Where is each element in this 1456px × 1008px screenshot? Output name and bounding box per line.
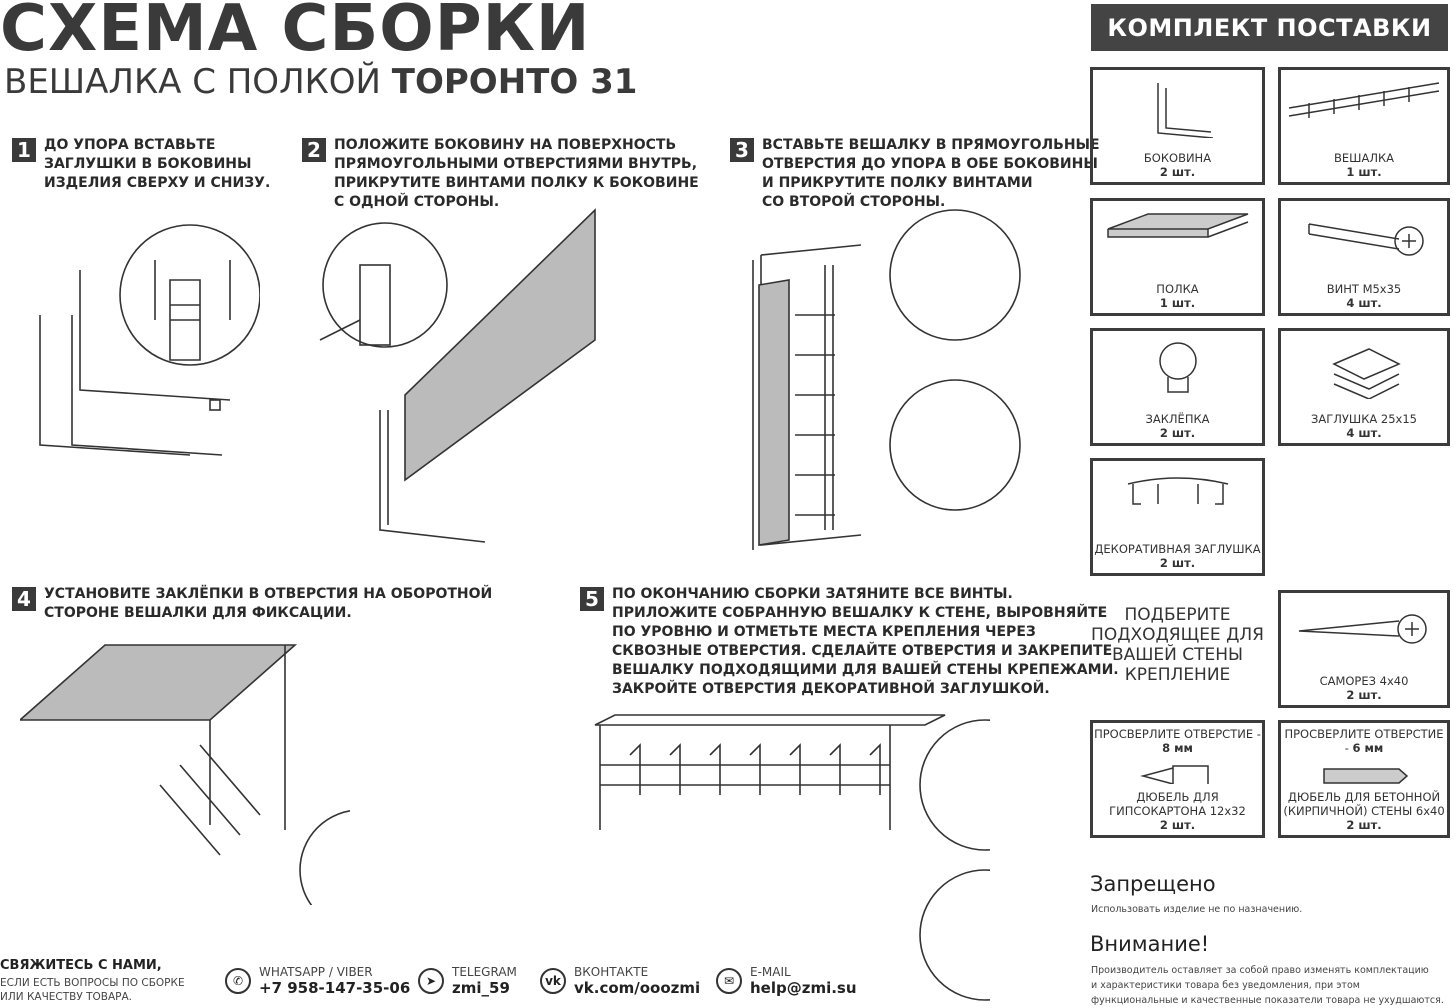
- step-5-illustration: [594, 714, 990, 1001]
- step-number: 5: [580, 587, 604, 611]
- step-text: ПО ОКОНЧАНИЮ СБОРКИ ЗАТЯНИТЕ ВСЕ ВИНТЫ. …: [612, 586, 1119, 697]
- kit-item-name: ДЮБЕЛЬ ДЛЯ ГИПСОКАРТОНА 12х32: [1109, 790, 1246, 818]
- step-text: ВСТАВЬТЕ ВЕШАЛКУ В ПРЯМОУГОЛЬНЫЕ ОТВЕРСТ…: [762, 137, 1100, 210]
- kit-item-name: ВИНТ М5х35: [1326, 282, 1402, 296]
- page-title: СХЕМА СБОРКИ: [0, 0, 591, 66]
- kit-item-qty: 4 шт.: [1346, 296, 1382, 310]
- kit-item-concrete-dowel: ПРОСВЕРЛИТЕ ОТВЕРСТИЕ - 6 мм ДЮБЕЛЬ ДЛЯ …: [1278, 720, 1450, 838]
- hanger-icon: [1288, 82, 1440, 118]
- pick-fastener-text: ПОДБЕРИТЕ ПОДХОДЯЩЕЕ ДЛЯ ВАШЕЙ СТЕНЫ КРЕ…: [1091, 605, 1264, 685]
- step-3: 3 ВСТАВЬТЕ ВЕШАЛКУ В ПРЯМОУГОЛЬНЫЕ ОТВЕРС…: [730, 136, 1100, 212]
- contact-label: TELEGRAM: [452, 965, 517, 979]
- kit-item-name: ВЕШАЛКА: [1334, 151, 1394, 165]
- step-4: 4 УСТАНОВИТЕ ЗАКЛЁПКИ В ОТВЕРСТИЯ НА ОБОР…: [12, 585, 492, 623]
- warning-text: Производитель оставляет за собой право и…: [1091, 965, 1444, 1006]
- warning-title: Внимание!: [1090, 932, 1210, 956]
- subtitle-prefix: ВЕШАЛКА С ПОЛКОЙ: [4, 62, 381, 102]
- contact-value[interactable]: vk.com/ooozmi: [574, 979, 701, 997]
- drywall-dowel-icon: [1139, 765, 1209, 784]
- contact-value[interactable]: zmi_59: [452, 979, 510, 997]
- mail-icon: ✉: [716, 968, 742, 994]
- kit-item-qty: 2 шт.: [1346, 818, 1382, 832]
- contact-value[interactable]: +7 958-147-35-06: [259, 979, 411, 997]
- self-tapping-screw-icon: [1298, 614, 1427, 644]
- kit-item-qty: 2 шт.: [1346, 688, 1382, 702]
- contact-label: E-MAIL: [750, 965, 791, 979]
- kit-item-qty: 1 шт.: [1346, 165, 1382, 179]
- step-5: 5 ПО ОКОНЧАНИЮ СБОРКИ ЗАТЯНИТЕ ВСЕ ВИНТЫ.…: [580, 585, 1119, 699]
- step-text: ПОЛОЖИТЕ БОКОВИНУ НА ПОВЕРХНОСТЬ ПРЯМОУГ…: [334, 137, 699, 210]
- drill-size: 8 мм: [1162, 741, 1193, 755]
- phone-icon: ✆: [225, 968, 251, 994]
- kit-item-qty: 2 шт.: [1159, 818, 1196, 832]
- vk-icon: vk: [540, 968, 566, 994]
- kit-item-qty: 2 шт.: [1159, 165, 1196, 179]
- decor-cap-icon: [1127, 477, 1228, 505]
- step-text: УСТАНОВИТЕ ЗАКЛЁПКИ В ОТВЕРСТИЯ НА ОБОРО…: [44, 586, 493, 621]
- kit-item-name: САМОРЕЗ 4х40: [1319, 674, 1409, 688]
- step-3-illustration: [752, 209, 1021, 550]
- kit-item-qty: 2 шт.: [1159, 426, 1196, 440]
- side-panel-icon: [1156, 83, 1213, 138]
- kit-title: КОМПЛЕКТ ПОСТАВКИ: [1091, 4, 1448, 51]
- step-2-illustration: [319, 208, 596, 543]
- product-subtitle: ВЕШАЛКА С ПОЛКОЙ ТОРОНТО 31: [4, 62, 637, 102]
- contact-whatsapp[interactable]: ✆ WHATSAPP / VIBER+7 958-147-35-06: [225, 965, 410, 997]
- kit-item-drywall-dowel: ПРОСВЕРЛИТЕ ОТВЕРСТИЕ - 8 мм ДЮБЕЛЬ ДЛЯ …: [1090, 720, 1265, 838]
- kit-item-name: ПОЛКА: [1156, 282, 1199, 296]
- contact-title: СВЯЖИТЕСЬ С НАМИ,: [0, 958, 162, 973]
- kit-item-qty: 4 шт.: [1346, 426, 1382, 440]
- kit-item-name: ДЕКОРАТИВНАЯ ЗАГЛУШКА: [1094, 542, 1261, 556]
- kit-item-name: ЗАГЛУШКА 25х15: [1311, 412, 1417, 426]
- forbidden-text: Использовать изделие не по назначению.: [1091, 904, 1303, 915]
- step-2: 2 ПОЛОЖИТЕ БОКОВИНУ НА ПОВЕРХНОСТЬ ПРЯМОУ…: [302, 136, 699, 212]
- step-number: 2: [302, 138, 326, 162]
- step-number: 4: [12, 587, 36, 611]
- concrete-dowel-icon: [1323, 768, 1409, 784]
- step-number: 1: [12, 138, 36, 162]
- drill-text: ПРОСВЕРЛИТЕ ОТВЕРСТИЕ - 6 мм: [1281, 727, 1447, 755]
- kit-item-qty: 1 шт.: [1159, 296, 1196, 310]
- step-text: ДО УПОРА ВСТАВЬТЕ ЗАГЛУШКИ В БОКОВИНЫ ИЗ…: [44, 137, 271, 191]
- step-1-illustration: [39, 224, 260, 456]
- shelf-icon: [1106, 213, 1248, 238]
- product-name: ТОРОНТО 31: [391, 62, 638, 102]
- drill-text: ПРОСВЕРЛИТЕ ОТВЕРСТИЕ - 8 мм: [1093, 727, 1262, 755]
- drill-size: 6 мм: [1352, 741, 1384, 755]
- kit-item-name: БОКОВИНА: [1143, 151, 1212, 165]
- rivet-icon: [1158, 342, 1197, 393]
- drill-label: ПРОСВЕРЛИТЕ ОТВЕРСТИЕ -: [1094, 727, 1261, 741]
- contact-label: ВКОНТАКТЕ: [574, 965, 649, 979]
- contact-label: WHATSAPP / VIBER: [259, 965, 373, 979]
- step-1: 1 ДО УПОРА ВСТАВЬТЕ ЗАГЛУШКИ В БОКОВИНЫ И…: [12, 136, 270, 193]
- screw-icon: [1308, 223, 1424, 256]
- contact-value[interactable]: help@zmi.su: [750, 979, 857, 997]
- plug-icon: [1332, 348, 1401, 399]
- kit-item-name: ДЮБЕЛЬ ДЛЯ БЕТОННОЙ (КИРПИЧНОЙ) СТЕНЫ 6х…: [1283, 790, 1445, 818]
- kit-item-qty: 2 шт.: [1159, 556, 1196, 570]
- forbidden-title: Запрещено: [1090, 872, 1216, 896]
- step-4-illustration: [20, 644, 350, 905]
- kit-item-name: ЗАКЛЁПКА: [1145, 412, 1210, 426]
- step-number: 3: [730, 138, 754, 162]
- contact-text: ЕСЛИ ЕСТЬ ВОПРОСЫ ПО СБОРКЕ ИЛИ КАЧЕСТВУ…: [0, 977, 185, 1003]
- telegram-icon: ➤: [418, 968, 444, 994]
- drill-label: ПРОСВЕРЛИТЕ ОТВЕРСТИЕ -: [1284, 727, 1444, 755]
